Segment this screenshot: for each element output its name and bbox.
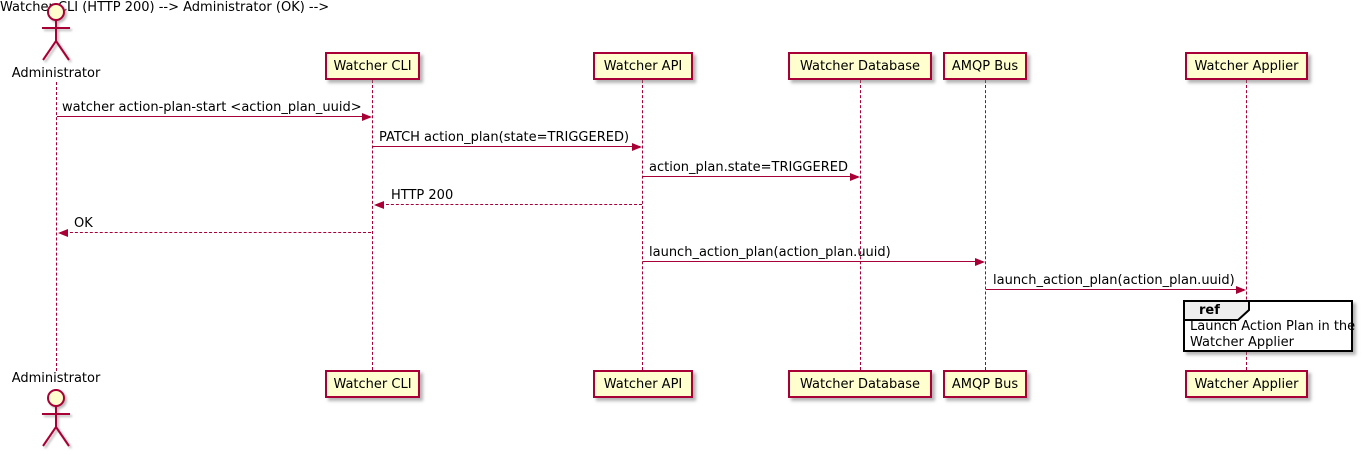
message-label-1: watcher action-plan-start <action_plan_u… [62, 100, 362, 115]
ref-text-line2: Watcher Applier [1190, 335, 1294, 350]
ref-header-pentagon [1183, 300, 1250, 321]
participant-label: Watcher Applier [1194, 58, 1299, 74]
message-line-5 [60, 232, 371, 233]
participant-watcher-api-bottom: Watcher API [593, 370, 693, 398]
arrowhead-right-icon [975, 258, 985, 266]
participant-label: Watcher API [603, 376, 683, 392]
participant-watcher-api-top: Watcher API [593, 52, 693, 80]
participant-label: Watcher Applier [1194, 376, 1299, 392]
message-line-6 [643, 261, 983, 262]
participant-watcher-database-top: Watcher Database [788, 52, 932, 80]
actor-label-bottom: Administrator [11, 371, 101, 386]
participant-label: AMQP Bus [951, 58, 1019, 74]
actor-label-top: Administrator [11, 66, 101, 81]
message-line-7 [986, 289, 1244, 290]
message-line-4 [376, 204, 642, 205]
arrowhead-right-icon [632, 143, 642, 151]
arrowhead-left-icon [58, 229, 68, 237]
message-label-7: launch_action_plan(action_plan.uuid) [993, 273, 1235, 288]
arrowhead-left-icon [374, 201, 384, 209]
participant-watcher-applier-top: Watcher Applier [1185, 52, 1308, 80]
message-label-5: OK [74, 216, 93, 231]
participant-amqp-bus-bottom: AMQP Bus [943, 370, 1027, 398]
participant-watcher-applier-bottom: Watcher Applier [1185, 370, 1308, 398]
lifeline-amqp-bus [985, 80, 986, 370]
participant-watcher-database-bottom: Watcher Database [788, 370, 932, 398]
participant-label: Watcher CLI [333, 58, 412, 74]
message-line-2 [373, 146, 640, 147]
message-label-4: HTTP 200 [391, 188, 454, 203]
arrowhead-right-icon [850, 173, 860, 181]
message-label-2: PATCH action_plan(state=TRIGGERED) [379, 130, 630, 145]
participant-label: Watcher Database [800, 58, 920, 74]
actor-icon [42, 389, 70, 447]
ref-text-line1: Launch Action Plan in the [1190, 319, 1356, 334]
lifeline-watcher-database [860, 80, 861, 370]
lifeline-administrator [56, 82, 57, 371]
participant-label: Watcher CLI [333, 376, 412, 392]
ref-fragment: ref Launch Action Plan in the Watcher Ap… [1183, 300, 1355, 352]
message-label-6: launch_action_plan(action_plan.uuid) [649, 245, 891, 260]
actor-icon [42, 3, 70, 61]
message-line-3 [643, 176, 858, 177]
participant-amqp-bus-top: AMQP Bus [943, 52, 1027, 80]
lifeline-watcher-api [642, 80, 643, 370]
participant-label: Watcher API [603, 58, 683, 74]
lifeline-watcher-cli [372, 80, 373, 370]
ref-keyword: ref [1199, 303, 1220, 318]
arrowhead-right-icon [362, 113, 372, 121]
arrowhead-right-icon [1236, 286, 1246, 294]
ref-text: Launch Action Plan in the Watcher Applie… [1190, 319, 1355, 351]
participant-label: Watcher Database [800, 376, 920, 392]
message-line-1 [57, 116, 370, 117]
participant-watcher-cli-top: Watcher CLI [325, 52, 420, 80]
participant-label: AMQP Bus [951, 376, 1019, 392]
participant-watcher-cli-bottom: Watcher CLI [325, 370, 420, 398]
lifeline-watcher-applier [1246, 80, 1247, 370]
message-label-3: action_plan.state=TRIGGERED [649, 160, 848, 175]
